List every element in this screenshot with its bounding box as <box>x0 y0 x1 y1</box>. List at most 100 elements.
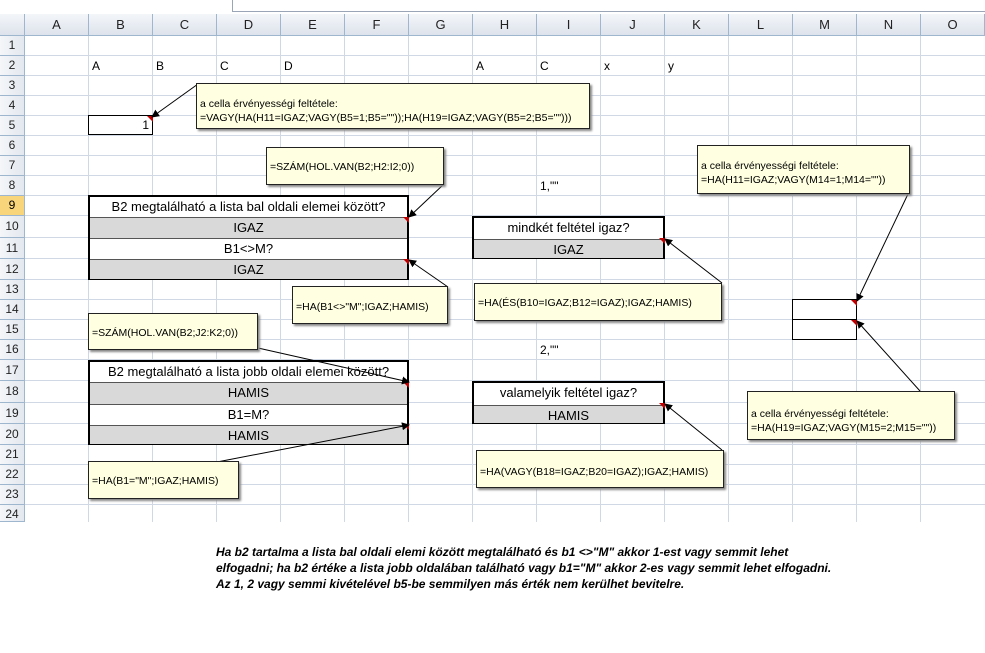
select-all-corner[interactable] <box>0 14 25 36</box>
row-header-1[interactable]: 1 <box>0 36 25 56</box>
row-header-3[interactable]: 3 <box>0 76 25 96</box>
table-left-top-header[interactable]: B2 megtalálható a lista bal oldali eleme… <box>111 199 386 214</box>
comment-indicator-m14 <box>851 300 857 306</box>
row-header-16[interactable]: 16 <box>0 340 25 360</box>
cell-d2[interactable]: C <box>220 59 229 73</box>
arrow-note-b15 <box>257 347 410 385</box>
row-header-8[interactable]: 8 <box>0 176 25 196</box>
column-header-m[interactable]: M <box>793 14 857 36</box>
row-header-2[interactable]: 2 <box>0 56 25 76</box>
cell-m15[interactable] <box>792 319 857 340</box>
arrow-note-h14 <box>664 238 723 284</box>
arrow-note-b5 <box>151 83 199 118</box>
column-header-f[interactable]: F <box>345 14 409 36</box>
comment-arrows <box>151 83 921 463</box>
comment-h14[interactable]: =HA(ÉS(B10=IGAZ;B12=IGAZ);IGAZ;HAMIS) <box>474 283 722 321</box>
comment-indicator-h11 <box>659 238 665 244</box>
explanation-line1: Ha b2 tartalma a lista bal oldali elemi … <box>216 545 789 559</box>
comment-e14[interactable]: =HA(B1<>"M";IGAZ;HAMIS) <box>292 286 448 324</box>
row-header-21[interactable]: 21 <box>0 445 25 465</box>
comment-b5-line2: =VAGY(HA(H11=IGAZ;VAGY(B5=1;B5=""));HA(H… <box>200 112 572 124</box>
arrow-note-m14 <box>856 193 909 302</box>
comment-m15-line1: a cella érvényességi feltétele: <box>751 408 889 420</box>
row-header-4[interactable]: 4 <box>0 96 25 116</box>
explanation-text: Ha b2 tartalma a lista bal oldali elemi … <box>216 544 831 592</box>
row-header-24[interactable]: 24 <box>0 505 25 522</box>
cell-h2[interactable]: A <box>476 59 485 73</box>
table-left-bottom: B2 megtalálható a lista jobb oldali elem… <box>88 360 409 445</box>
column-header-b[interactable]: B <box>89 14 153 36</box>
comment-b15[interactable]: =SZÁM(HOL.VAN(B2;J2:K2;0)) <box>88 313 258 350</box>
row-header-19[interactable]: 19 <box>0 403 25 424</box>
comment-m15-line2: =HA(H19=IGAZ;VAGY(M15=2;M15="")) <box>751 422 937 434</box>
arrow-note-h22 <box>664 403 723 451</box>
table-left-bottom-row3[interactable]: HAMIS <box>90 425 407 444</box>
row-header-20[interactable]: 20 <box>0 424 25 445</box>
column-header-a[interactable]: A <box>25 14 89 36</box>
comment-indicator-b10 <box>403 217 409 223</box>
formula-bar-strip <box>0 0 985 14</box>
row-header-17[interactable]: 17 <box>0 360 25 381</box>
comment-m15[interactable]: a cella érvényességi feltétele: =HA(H19=… <box>747 391 955 440</box>
column-header-k[interactable]: K <box>665 14 729 36</box>
row-header-5[interactable]: 5 <box>0 116 25 136</box>
cell-k2[interactable]: y <box>668 59 674 73</box>
table-left-top-row3[interactable]: IGAZ <box>90 259 407 279</box>
cell-e2[interactable]: D <box>284 59 293 73</box>
row-header-6[interactable]: 6 <box>0 136 25 156</box>
table-right-bottom: valamelyik feltétel igaz? HAMIS <box>472 381 665 424</box>
column-header-c[interactable]: C <box>153 14 217 36</box>
row-header-11[interactable]: 11 <box>0 238 25 259</box>
column-header-h[interactable]: H <box>473 14 537 36</box>
table-left-top-row1[interactable]: IGAZ <box>90 217 407 239</box>
row-header-13[interactable]: 13 <box>0 280 25 300</box>
row-header-7[interactable]: 7 <box>0 156 25 176</box>
comment-h22[interactable]: =HA(VAGY(B18=IGAZ;B20=IGAZ);IGAZ;HAMIS) <box>476 450 724 488</box>
row-header-23[interactable]: 23 <box>0 485 25 505</box>
cell-c2[interactable]: B <box>156 59 165 73</box>
row-header-9[interactable]: 9 <box>0 196 25 216</box>
cell-i8[interactable]: 1,"" <box>540 179 559 193</box>
table-left-top-row2[interactable]: B1<>M? <box>90 238 407 260</box>
row-header-15[interactable]: 15 <box>0 320 25 340</box>
column-header-e[interactable]: E <box>281 14 345 36</box>
column-header-i[interactable]: I <box>537 14 601 36</box>
explanation-line3: Az 1, 2 vagy semmi kivételével b5-be sem… <box>216 577 685 591</box>
cell-b2[interactable]: A <box>92 59 101 73</box>
row-header-18[interactable]: 18 <box>0 381 25 403</box>
table-right-bottom-row1[interactable]: HAMIS <box>474 405 663 423</box>
comment-b22[interactable]: =HA(B1="M";IGAZ;HAMIS) <box>88 461 239 499</box>
table-left-bottom-row2[interactable]: B1=M? <box>90 404 407 426</box>
row-header-10[interactable]: 10 <box>0 216 25 238</box>
cell-i16[interactable]: 2,"" <box>540 343 559 357</box>
arrow-note-e7 <box>408 183 445 218</box>
comment-indicator-b12 <box>403 259 409 265</box>
column-header-l[interactable]: L <box>729 14 793 36</box>
table-right-top-header[interactable]: mindkét feltétel igaz? <box>507 220 630 235</box>
column-header-d[interactable]: D <box>217 14 281 36</box>
column-header-g[interactable]: G <box>409 14 473 36</box>
arrow-note-b22 <box>216 422 410 463</box>
comment-indicator-h19 <box>659 403 665 409</box>
row-header-22[interactable]: 22 <box>0 465 25 485</box>
table-right-top-row1[interactable]: IGAZ <box>474 239 663 258</box>
row-header-12[interactable]: 12 <box>0 259 25 280</box>
table-right-bottom-header[interactable]: valamelyik feltétel igaz? <box>499 385 638 400</box>
table-right-top: mindkét feltétel igaz? IGAZ <box>472 216 665 259</box>
comment-b5[interactable]: a cella érvényességi feltétele: =VAGY(HA… <box>196 83 590 129</box>
table-left-bottom-row1[interactable]: HAMIS <box>90 382 407 405</box>
column-header-j[interactable]: J <box>601 14 665 36</box>
column-header-n[interactable]: N <box>857 14 921 36</box>
comment-e7[interactable]: =SZÁM(HOL.VAN(B2;H2:I2;0)) <box>266 147 444 185</box>
cell-i2[interactable]: C <box>540 59 549 73</box>
cell-b5[interactable]: 1 <box>88 115 153 135</box>
arrow-note-m15 <box>856 320 921 392</box>
explanation-line2: elfogadni; ha b2 értéke a lista jobb old… <box>216 561 832 575</box>
table-left-bottom-header[interactable]: B2 megtalálható a lista jobb oldali elem… <box>107 364 390 379</box>
row-header-14[interactable]: 14 <box>0 300 25 320</box>
cell-j2[interactable]: x <box>604 59 610 73</box>
comment-b5-line1: a cella érvényességi feltétele: <box>200 98 338 110</box>
comment-m14[interactable]: a cella érvényességi feltétele: =HA(H11=… <box>697 145 910 194</box>
spreadsheet: A B C D E F G H I J K L M N O 1 2 3 4 5 … <box>0 0 985 522</box>
arrow-note-e14 <box>408 259 449 288</box>
